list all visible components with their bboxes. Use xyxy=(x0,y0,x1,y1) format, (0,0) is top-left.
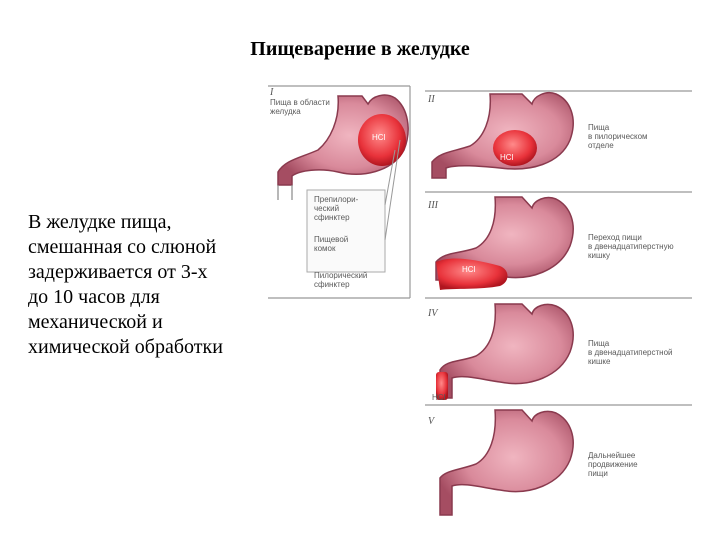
stage-2-number: II xyxy=(427,94,435,105)
stage-1-acid-label: HCl xyxy=(372,133,386,142)
pyloric-label-line-1: Пилорический xyxy=(314,271,367,280)
panel-dividers xyxy=(268,85,692,406)
body-line-5: механической и xyxy=(28,311,163,333)
stage-1-top-label-line-2: желудка xyxy=(270,107,301,116)
stage-1-top-label-line-1: Пища в области xyxy=(270,98,330,107)
page-title: Пищеварение в желудке xyxy=(250,38,470,60)
stage-4-label-line-1: Пища xyxy=(588,339,610,348)
stage-4-label-line-3: кишке xyxy=(588,357,611,366)
body-line-2: смешанная со слюной xyxy=(28,236,217,258)
stage-3-number: III xyxy=(427,200,439,211)
stage-5-label-line-3: пищи xyxy=(588,469,608,478)
stage-1-stomach: HCl xyxy=(277,94,409,200)
stage-4-stomach: HCl xyxy=(432,303,574,402)
pyloric-label-line-2: сфинктер xyxy=(314,280,350,289)
body-line-3: задерживается от 3-х xyxy=(28,261,208,283)
prepyloric-label-line-1: Препилори- xyxy=(314,195,359,204)
food-bolus-label-line-1: Пищевой xyxy=(314,235,348,244)
body-line-4: до 10 часов для xyxy=(28,286,160,308)
stage-3-label-line-3: кишку xyxy=(588,251,610,260)
stage-3-food-bolus xyxy=(436,258,508,290)
stage-2-food-bolus xyxy=(493,130,537,166)
food-bolus-label-line-2: комок xyxy=(314,244,336,253)
stage-3-label-line-1: Переход пищи xyxy=(588,233,642,242)
prepyloric-label-line-2: ческий xyxy=(314,204,339,213)
body-line-6: химической обработки xyxy=(28,336,223,358)
stage-2-acid-label: HCl xyxy=(500,153,514,162)
stage-5-label-line-1: Дальнейшее xyxy=(588,451,636,460)
stage-2-stomach: HCl xyxy=(431,92,574,179)
stage-3-acid-label: HCl xyxy=(462,265,476,274)
stage-1-side-box xyxy=(306,139,401,273)
stage-5-label-line-2: продвижение xyxy=(588,460,638,469)
stage-2-label-line-1: Пища xyxy=(588,123,610,132)
stage-4-number: IV xyxy=(427,308,439,319)
stage-4-food-bolus xyxy=(436,372,448,400)
stage-5-stomach xyxy=(439,409,574,516)
stage-1-number: I xyxy=(269,87,274,98)
body-text: В желудке пища, смешанная со слюной заде… xyxy=(28,210,273,360)
stage-3-label-line-2: в двенадцатиперстную xyxy=(588,242,674,251)
stage-4-acid-label: HCl xyxy=(432,393,446,402)
stage-5-number: V xyxy=(428,416,436,427)
stage-2-label-line-3: отделе xyxy=(588,141,614,150)
prepyloric-label-line-3: сфинктер xyxy=(314,213,350,222)
stage-3-stomach: HCl xyxy=(435,196,574,290)
stage-2-label-line-2: в пилорическом xyxy=(588,132,648,141)
stage-4-label-line-2: в двенадцатиперстной xyxy=(588,348,673,357)
body-line-1: В желудке пища, xyxy=(28,211,172,233)
